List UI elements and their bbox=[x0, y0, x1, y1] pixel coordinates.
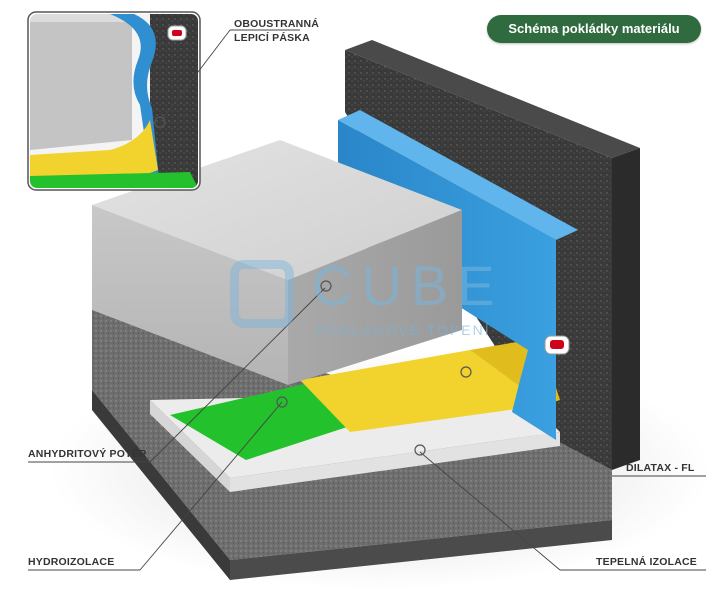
pointer-circle-icon bbox=[276, 396, 288, 408]
pointer-circle-icon bbox=[414, 444, 426, 456]
brand-word: CUBE bbox=[312, 254, 504, 317]
leader-lines bbox=[28, 29, 706, 571]
pointer-circle-icon bbox=[460, 366, 472, 378]
callout-tape-line2: LEPICÍ PÁSKA bbox=[234, 32, 310, 44]
callout-screed: ANHYDRITOVÝ POTĚR bbox=[28, 448, 147, 460]
red-tape-marker-icon bbox=[167, 25, 187, 41]
callout-waterproofing: HYDROIZOLACE bbox=[28, 556, 115, 568]
callout-insulation: TEPELNÁ IZOLACE bbox=[596, 556, 698, 568]
screed-block bbox=[92, 140, 462, 385]
brand-subtitle: PODLAHOVÉ TOPENÍ bbox=[316, 322, 491, 338]
brand-watermark: CUBE PODLAHOVÉ TOPENÍ bbox=[230, 258, 505, 348]
callout-dilatation: DILATAX - FL bbox=[626, 462, 695, 474]
brand-logo-mark bbox=[230, 260, 294, 328]
title-badge: Schéma pokládky materiálu bbox=[487, 15, 701, 43]
callout-tape-line1: OBOUSTRANNÁ bbox=[234, 18, 320, 30]
red-tape-marker-icon bbox=[544, 335, 570, 355]
pointer-circle-icon bbox=[154, 116, 166, 128]
pointer-circle-icon bbox=[320, 280, 332, 292]
callout-tape: OBOUSTRANNÁ LEPICÍ PÁSKA bbox=[234, 17, 319, 45]
detail-inset bbox=[27, 11, 201, 191]
